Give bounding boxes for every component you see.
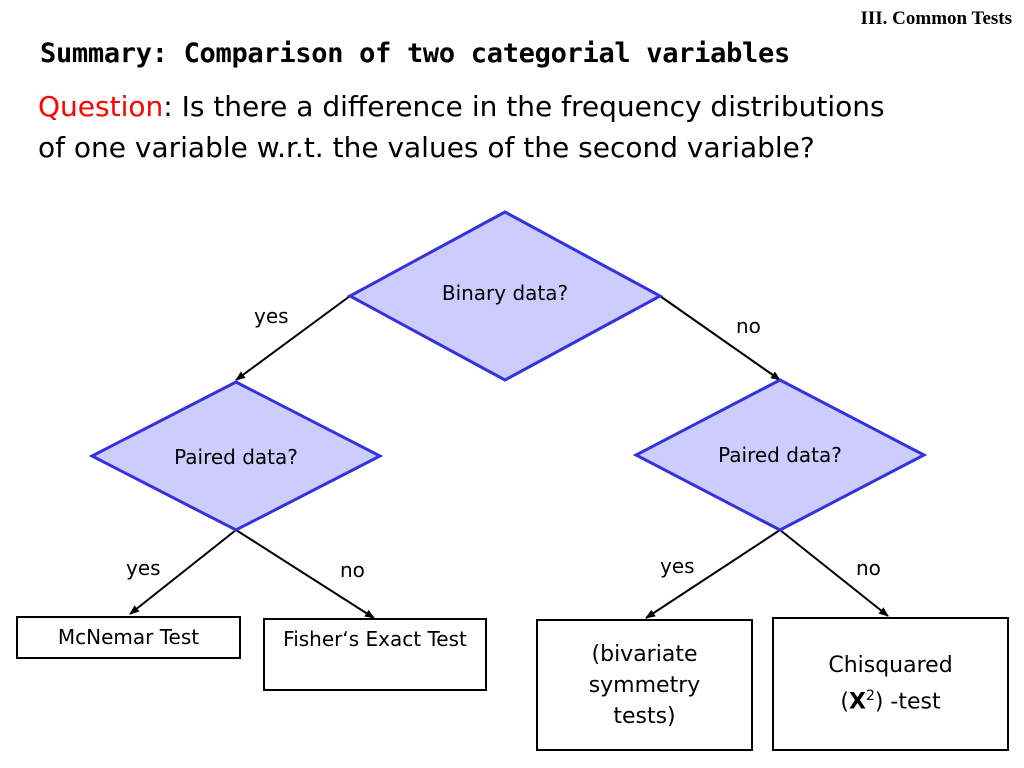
bivariate-label: (bivariate symmetry tests) <box>588 641 701 729</box>
edge-label-right-yes: yes <box>660 554 695 578</box>
chisquared-close: ) -test <box>874 689 941 715</box>
question-label: Question <box>38 90 164 123</box>
question-body: Is there a difference in the frequency d… <box>38 90 885 164</box>
outcome-chisquared-test: Chisquared (X2) -test <box>772 617 1009 751</box>
edge-root-no <box>659 295 781 381</box>
chi-exponent: 2 <box>865 688 875 705</box>
slide-title: Summary: Comparison of two categorial va… <box>40 38 790 69</box>
edge-label-root-yes: yes <box>254 304 289 328</box>
edge-left-yes <box>129 529 237 615</box>
chisquared-line2: (X2) -test <box>828 681 952 717</box>
paired-data-right-label: Paired data? <box>718 443 842 467</box>
fisher-label: Fisher‘s Exact Test <box>283 627 467 651</box>
edge-right-yes <box>645 529 781 619</box>
outcome-bivariate-symmetry-tests: (bivariate symmetry tests) <box>536 619 753 751</box>
diamond-paired-data-left <box>88 380 384 532</box>
edge-root-yes <box>235 295 351 381</box>
question-separator: : <box>163 90 173 123</box>
outcome-mcnemar-test: McNemar Test <box>16 616 241 659</box>
diamond-binary-data <box>346 210 664 382</box>
mcnemar-label: McNemar Test <box>57 625 200 649</box>
diamond-paired-data-right <box>632 378 928 532</box>
section-label: III. Common Tests <box>860 8 1012 29</box>
edge-label-left-no: no <box>340 558 365 582</box>
edge-label-left-yes: yes <box>126 556 161 580</box>
edge-label-right-no: no <box>856 556 881 580</box>
chisquared-open: ( <box>840 689 849 715</box>
question-text: Question: Is there a difference in the f… <box>38 86 898 168</box>
edge-left-no <box>235 529 375 619</box>
edge-label-root-no: no <box>736 314 761 338</box>
chi-symbol: X <box>848 689 866 715</box>
outcome-fishers-exact-test: Fisher‘s Exact Test <box>263 618 487 691</box>
paired-data-left-label: Paired data? <box>174 445 298 469</box>
chisquared-line1: Chisquared <box>828 653 953 679</box>
binary-data-label: Binary data? <box>441 281 569 305</box>
chisquared-label: Chisquared (X2) -test <box>828 650 952 717</box>
edge-right-no <box>779 529 889 617</box>
